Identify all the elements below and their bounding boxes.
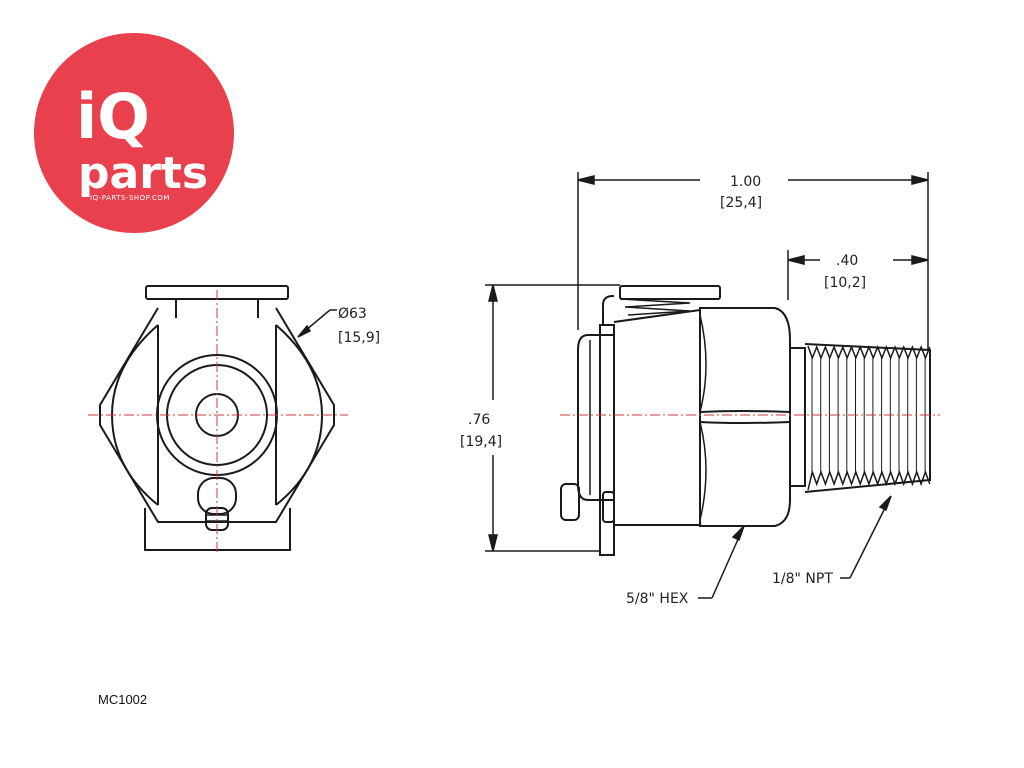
side-thread-body xyxy=(790,347,806,487)
front-latch-stem xyxy=(175,299,259,318)
thread-teeth-bottom xyxy=(807,469,931,491)
thread-length-mm: [10,2] xyxy=(824,275,866,291)
thread-length-inch: .40 xyxy=(836,253,858,269)
height-inch: .76 xyxy=(468,412,490,428)
iq-parts-logo: iQ parts IQ-PARTS-SHOP.COM xyxy=(34,33,234,233)
side-hex-curve xyxy=(699,314,707,521)
side-bottom-tab xyxy=(602,491,615,523)
side-latch-spring xyxy=(619,298,691,316)
diameter-leader xyxy=(297,309,337,338)
side-hex xyxy=(699,307,791,527)
part-number: MC1002 xyxy=(98,692,147,707)
overall-length-mm: [25,4] xyxy=(720,195,762,211)
thread-teeth-top xyxy=(807,344,931,361)
thread-callout: 1/8" NPT xyxy=(772,571,833,587)
diameter-inch: Ø63 xyxy=(338,306,367,322)
side-view xyxy=(560,285,931,556)
diameter-mm: [15,9] xyxy=(338,330,380,346)
side-nose xyxy=(577,334,614,501)
logo-line2: parts xyxy=(78,148,208,199)
side-hex-mid xyxy=(699,410,791,424)
dimension-lines xyxy=(485,172,929,599)
front-hex-body xyxy=(99,307,335,523)
overall-length-inch: 1.00 xyxy=(730,174,761,190)
logo-line1: iQ xyxy=(76,80,150,153)
front-centerlines xyxy=(88,290,348,555)
side-flange xyxy=(599,324,615,556)
side-body xyxy=(613,308,701,526)
side-latch-top xyxy=(619,285,721,300)
thread-teeth xyxy=(807,344,931,491)
logo-website: IQ-PARTS-SHOP.COM xyxy=(90,194,170,202)
side-thread-outline xyxy=(804,343,931,493)
side-flange-top-tab xyxy=(602,295,614,325)
hex-callout: 5/8" HEX xyxy=(626,591,689,607)
side-button xyxy=(560,483,580,521)
logo-circle xyxy=(34,33,234,233)
height-mm: [19,4] xyxy=(460,434,502,450)
